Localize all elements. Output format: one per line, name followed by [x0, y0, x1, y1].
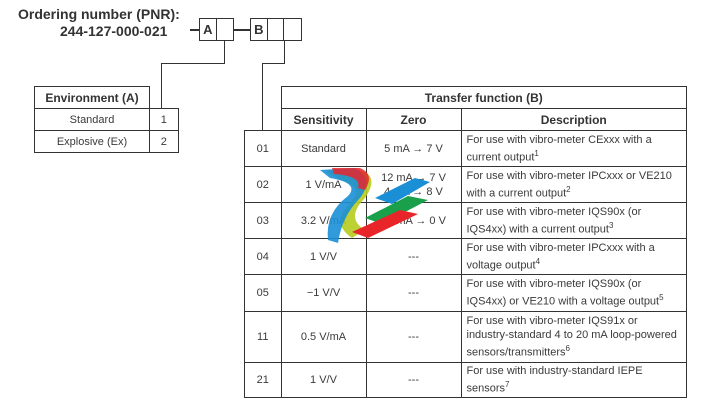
col-zero: Zero [365, 108, 462, 131]
zero-value: --- [408, 374, 419, 386]
connector-line [284, 41, 286, 64]
description-text: For use with vibro-meter CExxx with a cu… [466, 133, 652, 164]
row-sensitivity: Standard [280, 130, 367, 167]
table-row: 21 1 V/V --- For use with industry-stand… [244, 362, 687, 398]
footnote-ref: 3 [608, 220, 614, 230]
environment-header: Environment (A) [34, 86, 150, 109]
env-label: Explosive (Ex) [34, 130, 150, 153]
transfer-header: Transfer function (B) [280, 86, 687, 109]
connector-line [233, 29, 250, 31]
row-sensitivity: 0.5 V/mA [280, 311, 367, 363]
pnr-box-a: A [199, 18, 234, 41]
env-code: 1 [149, 108, 179, 131]
connector-line [262, 63, 264, 130]
box-b-slot [284, 19, 301, 40]
row-code: 02 [244, 166, 282, 203]
row-code: 05 [244, 274, 282, 312]
table-row: 03 3.2 V/mA 15 mA → 0 V For use with vib… [244, 202, 687, 239]
description-text: For use with vibro-meter IQS90x (or IQS4… [466, 205, 642, 236]
zero-value: --- [408, 331, 419, 343]
description-text: For use with vibro-meter IPCxxx or VE210… [466, 169, 672, 200]
row-description: For use with vibro-meter CExxx with a cu… [460, 130, 687, 167]
pnr-number: 244-127-000-021 [60, 23, 168, 39]
col-description: Description [460, 108, 687, 131]
footnote-ref: 1 [534, 148, 539, 158]
footnote-ref: 4 [535, 256, 541, 266]
row-description: For use with vibro-meter IQS90x (or IQS4… [460, 274, 687, 312]
row-description: For use with vibro-meter IQS91x or indus… [460, 311, 687, 363]
row-sensitivity: −1 V/V [280, 274, 367, 312]
table-row: Explosive (Ex)2 [34, 130, 179, 153]
box-b-label: B [251, 19, 268, 40]
description-text: For use with vibro-meter IPCxxx with a v… [466, 241, 655, 272]
box-a-slot [217, 19, 233, 40]
footnote-ref: 6 [565, 344, 570, 354]
zero-value: 12 mA → 7 V [381, 171, 446, 184]
table-row: 05 −1 V/V --- For use with vibro-meter I… [244, 274, 687, 312]
zero-value-2: 4 mA → 8 V [384, 185, 443, 198]
connector-line [224, 41, 226, 64]
row-description: For use with vibro-meter IQS90x (or IQS4… [460, 202, 687, 239]
connector-line [161, 63, 225, 65]
row-sensitivity: 1 V/mA [280, 166, 367, 203]
row-zero: --- [365, 274, 462, 312]
box-a-label: A [200, 19, 217, 40]
footnote-ref: 2 [566, 184, 571, 194]
pnr-box-b: B [250, 18, 302, 41]
row-sensitivity: 1 V/V [280, 238, 367, 275]
zero-value: --- [408, 250, 419, 263]
box-b-slot [268, 19, 285, 40]
row-zero: --- [365, 311, 462, 363]
description-text: For use with vibro-meter IQS90x (or IQS4… [466, 278, 660, 308]
zero-value: 15 mA → 0 V [381, 214, 446, 227]
row-code: 04 [244, 238, 282, 275]
connector-line [161, 63, 163, 108]
row-description: For use with industry-standard IEPE sens… [460, 362, 687, 398]
row-zero: --- [365, 238, 462, 275]
table-row: 04 1 V/V --- For use with vibro-meter IP… [244, 238, 687, 275]
connector-line [190, 29, 199, 31]
row-code: 01 [244, 130, 282, 167]
row-description: For use with vibro-meter IPCxxx with a v… [460, 238, 687, 275]
row-zero: --- [365, 362, 462, 398]
ordering-title: Ordering number (PNR): [18, 6, 180, 22]
env-code: 2 [149, 130, 179, 153]
table-row: 11 0.5 V/mA --- For use with vibro-meter… [244, 311, 687, 363]
row-code: 11 [244, 311, 282, 363]
row-sensitivity: 3.2 V/mA [280, 202, 367, 239]
col-sensitivity: Sensitivity [280, 108, 367, 131]
row-code: 03 [244, 202, 282, 239]
footnote-ref: 7 [505, 380, 510, 390]
description-text: For use with industry-standard IEPE sens… [466, 365, 643, 395]
description-text: For use with vibro-meter IQS91x or indus… [466, 315, 677, 359]
row-zero: 5 mA → 7 V [365, 130, 462, 167]
connector-line [262, 63, 285, 65]
row-code: 21 [244, 362, 282, 398]
row-description: For use with vibro-meter IPCxxx or VE210… [460, 166, 687, 203]
row-sensitivity: 1 V/V [280, 362, 367, 398]
row-zero: 15 mA → 0 V [365, 202, 462, 239]
zero-value: 5 mA → 7 V [384, 142, 443, 155]
footnote-ref: 5 [659, 293, 664, 303]
env-label: Standard [34, 108, 150, 131]
table-row: 01 Standard 5 mA → 7 V For use with vibr… [244, 130, 687, 167]
zero-value: --- [408, 287, 419, 299]
